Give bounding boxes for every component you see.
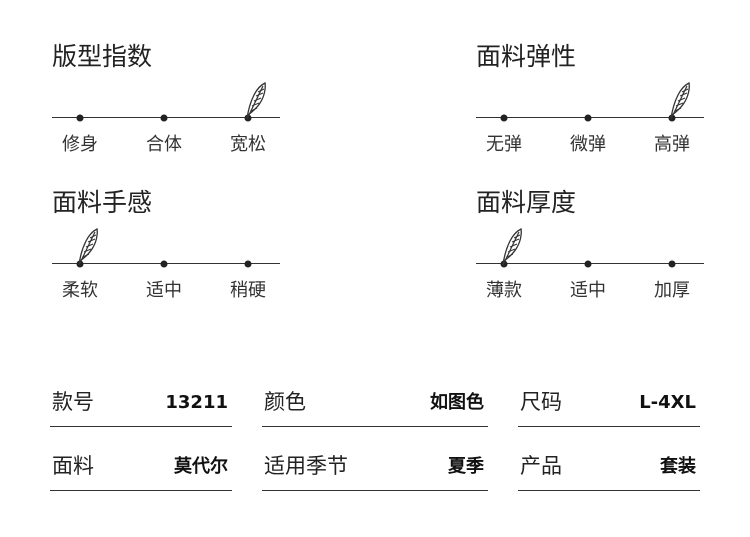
info-value: 夏季 — [448, 456, 484, 477]
scale-dot-1 — [584, 114, 592, 122]
scale-label-1: 适中 — [570, 280, 606, 301]
feather-icon — [78, 228, 98, 266]
scale-title: 版型指数 — [52, 42, 153, 71]
info-key: 颜色 — [264, 390, 306, 414]
info-season: 适用季节 夏季 — [262, 446, 488, 491]
scale-dot-0 — [500, 114, 508, 122]
scale-dot-1 — [584, 260, 592, 268]
scale-dot-0 — [76, 114, 84, 122]
scale-elasticity: 面料弹性 无弹 微弹 高弹 — [476, 44, 704, 154]
scale-label-1: 合体 — [146, 134, 182, 155]
scale-title: 面料厚度 — [476, 188, 577, 217]
scale-label-0: 薄款 — [486, 280, 522, 301]
scale-dot-1 — [160, 114, 168, 122]
scale-dot-2 — [668, 260, 676, 268]
scale-label-0: 修身 — [62, 134, 98, 155]
info-value: 莫代尔 — [174, 456, 228, 477]
scale-dot-1 — [160, 260, 168, 268]
info-key: 产品 — [520, 454, 562, 478]
info-key: 适用季节 — [264, 454, 348, 478]
feather-icon — [246, 82, 266, 120]
info-product: 产品 套装 — [518, 446, 700, 491]
scale-label-0: 无弹 — [486, 134, 522, 155]
info-color: 颜色 如图色 — [262, 382, 488, 427]
info-key: 款号 — [52, 390, 94, 414]
scale-title: 面料弹性 — [476, 42, 577, 71]
info-style-number: 款号 13211 — [50, 382, 232, 427]
scale-label-1: 适中 — [146, 280, 182, 301]
scale-dot-2 — [244, 260, 252, 268]
feather-icon — [670, 82, 690, 120]
info-value: L-4XL — [639, 392, 696, 413]
scale-label-2: 宽松 — [230, 134, 266, 155]
scale-thickness: 面料厚度 薄款 适中 加厚 — [476, 190, 704, 300]
scale-label-2: 加厚 — [654, 280, 690, 301]
info-value: 套装 — [660, 456, 696, 477]
feather-icon — [502, 228, 522, 266]
info-key: 尺码 — [520, 390, 562, 414]
info-value: 如图色 — [430, 392, 484, 413]
info-size: 尺码 L-4XL — [518, 382, 700, 427]
info-key: 面料 — [52, 454, 94, 478]
scale-title: 面料手感 — [52, 188, 153, 217]
scale-label-1: 微弹 — [570, 134, 606, 155]
info-fabric: 面料 莫代尔 — [50, 446, 232, 491]
scale-label-2: 高弹 — [654, 134, 690, 155]
scale-label-0: 柔软 — [62, 280, 98, 301]
scale-fit: 版型指数 修身 合体 宽松 — [52, 44, 280, 154]
scale-label-2: 稍硬 — [230, 280, 266, 301]
info-value: 13211 — [165, 392, 228, 413]
scale-hand-feel: 面料手感 柔软 适中 稍硬 — [52, 190, 280, 300]
